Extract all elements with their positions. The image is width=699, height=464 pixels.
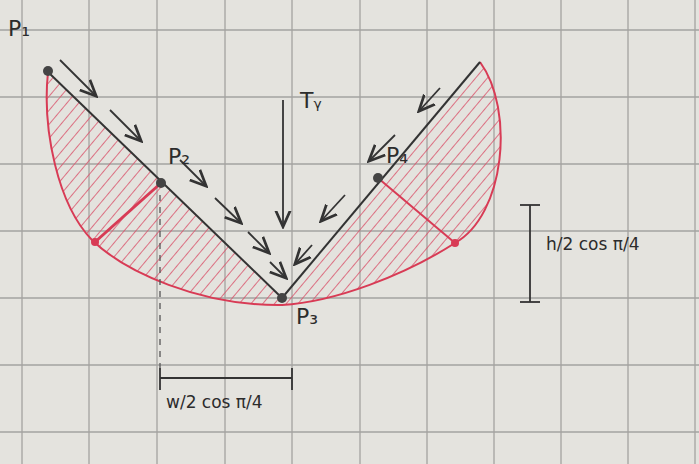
point-label: P₃ [296, 306, 318, 328]
force-label: Tᵧ [300, 90, 322, 112]
point-label: P₁ [8, 18, 30, 40]
dimension-label: h/2 cos π/4 [546, 236, 640, 253]
point-label: P₂ [168, 146, 190, 168]
point-label: P₄ [386, 145, 408, 167]
dimension-label: w/2 cos π/4 [166, 394, 263, 411]
